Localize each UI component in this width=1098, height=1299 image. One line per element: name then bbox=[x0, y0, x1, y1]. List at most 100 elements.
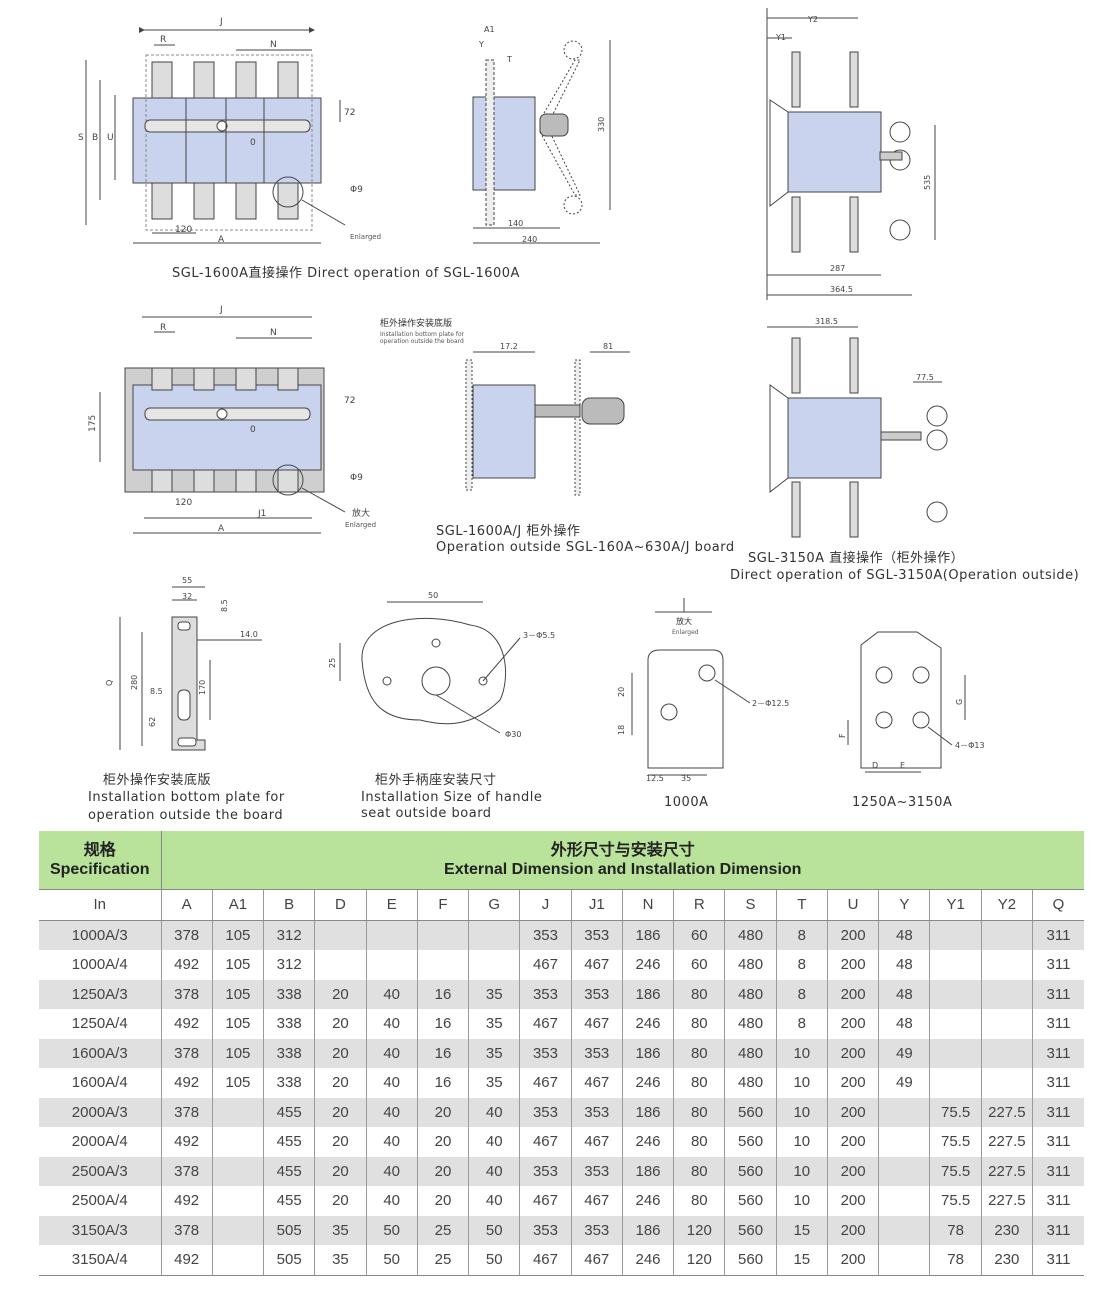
column-header: J1 bbox=[570, 889, 623, 921]
table-cell: 467 bbox=[519, 1127, 572, 1157]
table-cell: 78 bbox=[929, 1245, 982, 1276]
table-cell bbox=[314, 950, 367, 980]
table-cell: 353 bbox=[519, 1215, 572, 1245]
table-cell: 48 bbox=[878, 950, 930, 980]
table-cell: 378 bbox=[160, 920, 213, 950]
column-header: R bbox=[673, 889, 725, 921]
table-cell bbox=[980, 1038, 1033, 1068]
table-cell: 15 bbox=[775, 1215, 828, 1245]
table-cell bbox=[929, 1038, 982, 1068]
table-cell: 311 bbox=[1032, 1068, 1084, 1098]
table-cell: 75.5 bbox=[929, 1156, 982, 1186]
table-cell: 50 bbox=[468, 1245, 520, 1276]
dim-U: U bbox=[107, 133, 114, 143]
caption-fig7: 1250A~3150A bbox=[852, 795, 953, 810]
caption-fig1: SGL-1600A直接操作 Direct operation of SGL-16… bbox=[172, 266, 520, 281]
table-cell bbox=[468, 920, 520, 950]
column-header: J bbox=[519, 889, 572, 921]
dim-17-2: 17.2 bbox=[500, 342, 518, 351]
table-cell: 1000A/4 bbox=[39, 950, 161, 980]
table-cell bbox=[980, 1068, 1033, 1098]
table-cell bbox=[878, 1097, 930, 1127]
fig4-bottom-plate bbox=[119, 586, 262, 751]
table-cell: 200 bbox=[826, 1068, 879, 1098]
dim-N: N bbox=[270, 40, 277, 50]
table-cell: 560 bbox=[724, 1127, 777, 1157]
table-cell: 16 bbox=[416, 979, 469, 1009]
table-cell: 186 bbox=[621, 979, 674, 1009]
table-cell: 20 bbox=[416, 1127, 469, 1157]
table-cell: 120 bbox=[673, 1215, 725, 1245]
table-cell: 75.5 bbox=[929, 1097, 982, 1127]
table-cell: 480 bbox=[724, 1038, 777, 1068]
table-cell: 80 bbox=[673, 979, 725, 1009]
dim-175: 175 bbox=[88, 415, 98, 432]
dim-E: E bbox=[900, 761, 905, 770]
fig3-3150a-outside-view bbox=[767, 326, 948, 538]
table-cell: 16 bbox=[416, 1038, 469, 1068]
dim-81: 81 bbox=[603, 342, 613, 351]
table-cell: 230 bbox=[980, 1245, 1033, 1276]
fig6-terminal-1000a bbox=[631, 598, 751, 776]
table-cell: 80 bbox=[673, 1097, 725, 1127]
table-cell: 20 bbox=[416, 1097, 469, 1127]
table-cell: 1250A/3 bbox=[39, 979, 161, 1009]
caption-fig4-en1: Installation bottom plate for bbox=[88, 790, 285, 805]
table-cell: 467 bbox=[570, 1068, 623, 1098]
table-cell: 20 bbox=[314, 1068, 367, 1098]
table-cell: 467 bbox=[570, 1245, 623, 1276]
table-cell: 35 bbox=[314, 1215, 367, 1245]
column-header: Y bbox=[878, 889, 930, 921]
column-header: T bbox=[775, 889, 828, 921]
dim-62: 62 bbox=[148, 717, 157, 727]
table-cell: 186 bbox=[621, 920, 674, 950]
table-cell: 10 bbox=[775, 1038, 828, 1068]
table-cell bbox=[365, 950, 418, 980]
table-cell: 353 bbox=[519, 920, 572, 950]
dim-14-0: 14.0 bbox=[240, 630, 258, 639]
column-header: A1 bbox=[211, 889, 264, 921]
dim-Y1: Y1 bbox=[775, 33, 786, 42]
dim-S: S bbox=[78, 133, 84, 143]
table-cell bbox=[878, 1156, 930, 1186]
table-cell: 353 bbox=[570, 979, 623, 1009]
table-cell: 186 bbox=[621, 1156, 674, 1186]
table-cell bbox=[211, 1127, 264, 1157]
table-cell: 40 bbox=[365, 1156, 418, 1186]
table-cell: 338 bbox=[263, 1038, 315, 1068]
table-cell bbox=[211, 1245, 264, 1276]
dim-240: 240 bbox=[522, 235, 537, 244]
table-cell: 200 bbox=[826, 979, 879, 1009]
dim-318-5: 318.5 bbox=[815, 317, 838, 326]
table-cell: 378 bbox=[160, 1038, 213, 1068]
table-cell: 49 bbox=[878, 1068, 930, 1098]
table-cell: 40 bbox=[468, 1156, 520, 1186]
table-cell: 20 bbox=[314, 1009, 367, 1039]
table-cell: 492 bbox=[160, 1009, 213, 1039]
table-cell bbox=[468, 950, 520, 980]
table-cell: 353 bbox=[519, 1156, 572, 1186]
table-cell: 378 bbox=[160, 1097, 213, 1127]
table-cell: 105 bbox=[211, 1009, 264, 1039]
table-cell: 35 bbox=[314, 1245, 367, 1276]
table-cell bbox=[211, 1097, 264, 1127]
fig2-front-view bbox=[99, 316, 346, 534]
table-cell: 2000A/4 bbox=[39, 1127, 161, 1157]
table-cell: 10 bbox=[775, 1127, 828, 1157]
dim-2-phi12-5: 2－Φ12.5 bbox=[752, 699, 789, 708]
table-cell: 35 bbox=[468, 1038, 520, 1068]
table-cell: 311 bbox=[1032, 950, 1084, 980]
table-cell: 40 bbox=[365, 979, 418, 1009]
dim-4-phi13: 4－Φ13 bbox=[955, 741, 985, 750]
table-cell: 338 bbox=[263, 1068, 315, 1098]
column-header: F bbox=[416, 889, 469, 921]
table-cell bbox=[980, 920, 1033, 950]
dim-Y: Y bbox=[478, 40, 484, 49]
table-cell: 20 bbox=[416, 1156, 469, 1186]
column-header: N bbox=[621, 889, 674, 921]
table-cell: 75.5 bbox=[929, 1186, 982, 1216]
